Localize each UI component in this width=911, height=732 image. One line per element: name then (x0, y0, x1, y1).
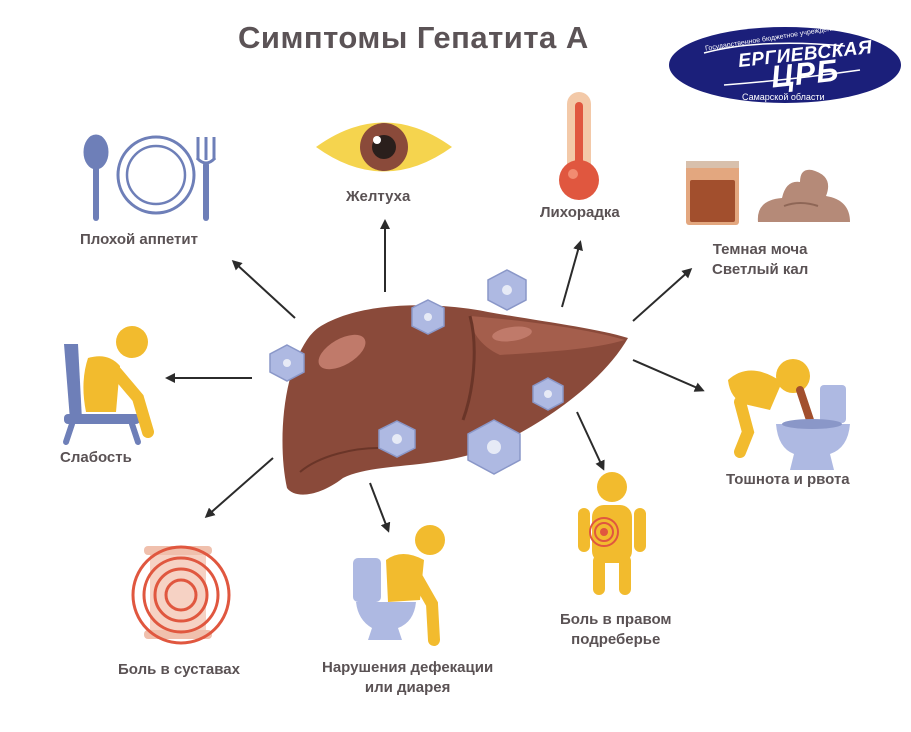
arrow-to-nausea (632, 359, 705, 392)
label-right-side-pain: Боль в правом подреберье (560, 610, 672, 650)
liver-illustration (282, 305, 628, 495)
label-right-side-pain-line1: Боль в правом (560, 611, 672, 628)
arrow-to-fever (561, 240, 583, 308)
logo-abbreviation: ЦРБ (769, 52, 841, 95)
label-poor-appetite: Плохой аппетит (80, 231, 198, 248)
label-weakness: Слабость (60, 449, 132, 466)
page-title: Симптомы Гепатита А (238, 20, 589, 55)
arrows (165, 219, 705, 533)
arrow-to-right-pain (576, 411, 605, 471)
label-defecation-line1: Нарушения дефекации (322, 659, 494, 676)
nausea-icon (728, 359, 850, 470)
eye-icon (316, 122, 452, 172)
arrow-to-joints (204, 457, 274, 518)
logo-region: Самарской области (742, 92, 825, 102)
cutlery-icon (83, 134, 217, 221)
thermometer-icon (559, 92, 599, 200)
urine-stool-icon (686, 161, 850, 225)
abdominal-pain-icon (578, 472, 646, 595)
label-jaundice: Желтуха (346, 188, 411, 205)
joint-pain-icon (131, 545, 231, 645)
label-defecation-line2: или диарея (364, 679, 451, 696)
label-defecation: Нарушения дефекации или диарея (322, 658, 493, 698)
label-light-stool-line2: Светлый кал (712, 261, 809, 278)
label-dark-urine-line1: Темная моча (712, 241, 808, 258)
weakness-icon (63, 326, 154, 445)
label-nausea: Тошнота и рвота (726, 471, 850, 488)
hospital-logo (665, 24, 905, 106)
label-right-side-pain-line2: подреберье (571, 631, 661, 648)
label-dark-urine: Темная моча Светлый кал (712, 240, 808, 280)
arrow-to-appetite (231, 259, 296, 319)
label-fever: Лихорадка (540, 204, 620, 221)
arrow-to-defecation (369, 482, 391, 533)
label-joint-pain: Боль в суставах (118, 661, 240, 678)
toilet-icon (353, 525, 445, 646)
virus-particles (269, 269, 564, 475)
arrow-to-urine (632, 267, 693, 322)
